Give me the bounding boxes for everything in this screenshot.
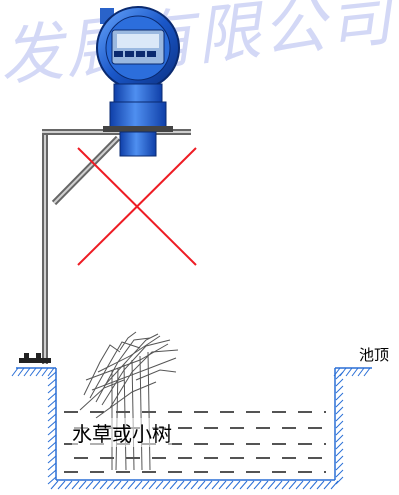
- mounting-bracket: [19, 129, 191, 364]
- pool-walls: [16, 367, 372, 481]
- plants-label: 水草或小树: [72, 418, 172, 447]
- ultrasonic-level-meter-icon: [96, 6, 180, 157]
- pool-top-label: 池顶: [359, 346, 390, 364]
- red-x-icon: [77, 147, 197, 266]
- pool-hatching: [11, 367, 371, 490]
- plants-sketch: [79, 331, 179, 471]
